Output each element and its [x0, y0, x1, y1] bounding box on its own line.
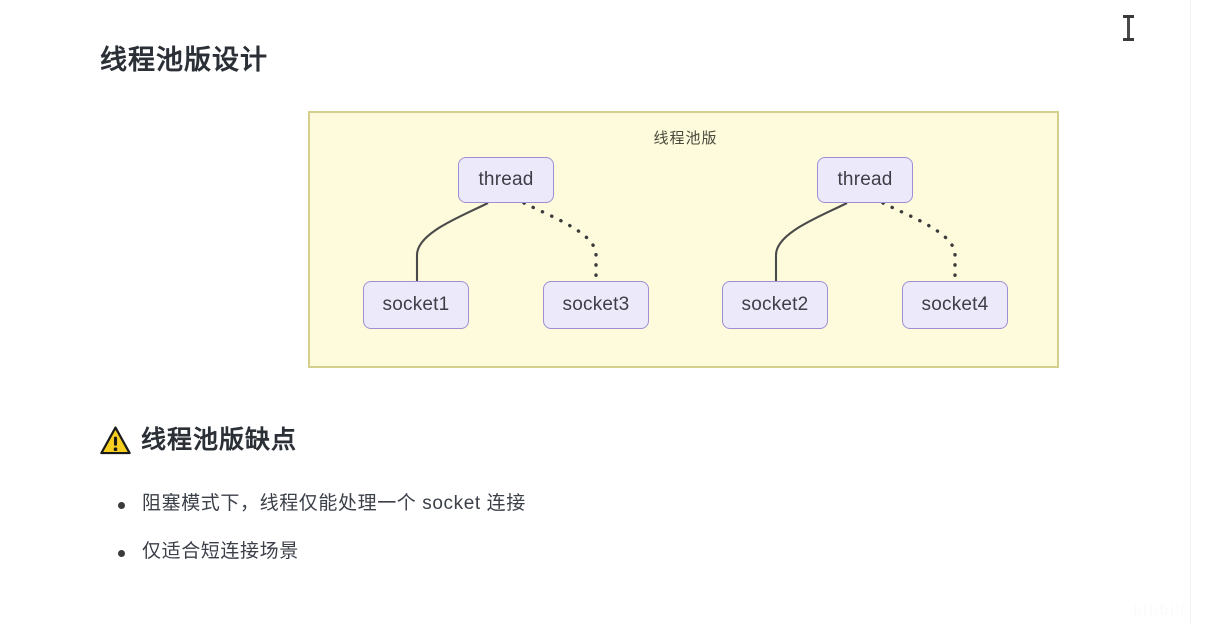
- node-label: thread: [837, 169, 893, 190]
- page-title: 线程池版设计: [100, 45, 268, 76]
- list-item: 仅适合短连接场景: [118, 538, 1018, 586]
- node-label: socket4: [921, 294, 989, 315]
- warning-heading-text: 线程池版缺点: [141, 426, 298, 454]
- edge-thread-right-to-socket4: [881, 201, 963, 296]
- warning-triangle-icon: [100, 425, 131, 454]
- node-label: socket1: [382, 294, 450, 315]
- node-socket2[interactable]: socket2: [722, 281, 828, 329]
- list-item-text: 阻塞模式下，线程仅能处理一个 socket 连接: [142, 493, 526, 514]
- warning-heading: 线程池版缺点: [100, 425, 297, 455]
- node-socket1[interactable]: socket1: [363, 281, 469, 329]
- node-label: socket2: [741, 294, 809, 315]
- edge-thread-right-to-socket2: [774, 202, 848, 296]
- edge-thread-left-to-socket3: [522, 201, 604, 296]
- disadvantages-list: 阻塞模式下，线程仅能处理一个 socket 连接 仅适合短连接场景: [118, 490, 1018, 586]
- text-ibeam-cursor: [1123, 15, 1134, 41]
- node-thread-right[interactable]: thread: [817, 157, 913, 203]
- node-label: socket3: [562, 294, 630, 315]
- list-item-text: 仅适合短连接场景: [142, 541, 299, 562]
- bullet-dot-icon: [118, 502, 125, 509]
- thread-pool-diagram: 线程池版 thread thread socket1: [308, 111, 1059, 368]
- watermark-logo: bilibili: [1133, 602, 1186, 619]
- edge-thread-left-to-socket1: [415, 202, 489, 296]
- diagram-caption: 线程池版: [653, 130, 718, 147]
- bullet-dot-icon: [118, 550, 125, 557]
- node-socket4[interactable]: socket4: [902, 281, 1008, 329]
- node-thread-left[interactable]: thread: [458, 157, 554, 203]
- list-item: 阻塞模式下，线程仅能处理一个 socket 连接: [118, 490, 1018, 538]
- diagram-edges: [415, 201, 963, 296]
- node-socket3[interactable]: socket3: [543, 281, 649, 329]
- node-label: thread: [478, 169, 534, 190]
- pane-divider: [1190, 0, 1191, 625]
